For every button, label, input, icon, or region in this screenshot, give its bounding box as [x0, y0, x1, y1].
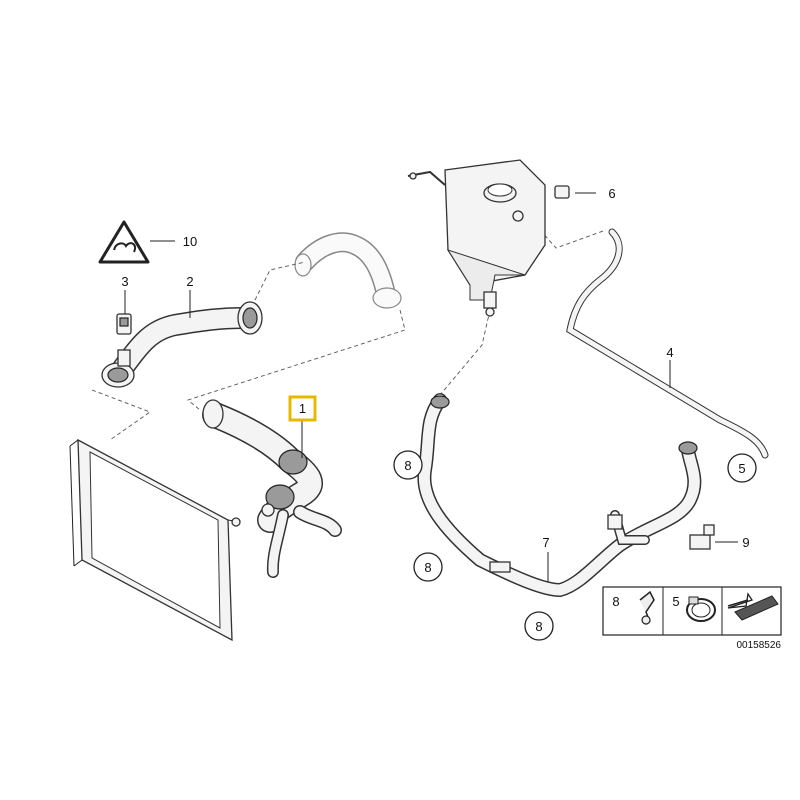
- hose-1: [202, 399, 342, 578]
- diagram-code: 00158526: [737, 640, 782, 651]
- leader-lines: [124, 290, 303, 458]
- expansion-tank: [407, 159, 546, 317]
- callout-2: 2: [186, 274, 193, 289]
- svg-text:8: 8: [424, 560, 431, 575]
- callout-8-b: 8: [413, 552, 443, 582]
- callout-4: 4: [666, 345, 673, 360]
- clip-9: [689, 524, 738, 550]
- svg-text:8: 8: [535, 619, 542, 634]
- callout-7: 7: [542, 535, 549, 550]
- hose-clip-icon: [639, 590, 655, 625]
- legend-label-8: 8: [612, 594, 619, 609]
- install-direction-icon: [727, 592, 779, 621]
- bleed-screw-6: [554, 185, 596, 199]
- callout-9: 9: [742, 535, 749, 550]
- thermostat-housing: [294, 232, 402, 309]
- warning-label-10: [98, 220, 175, 264]
- hose-4: [566, 228, 769, 459]
- sensor-3: [116, 313, 132, 335]
- callout-6: 6: [608, 186, 615, 201]
- callout-8-a: 8: [393, 450, 423, 480]
- legend-box: 8 5: [602, 586, 782, 636]
- hose-2: [101, 301, 263, 388]
- callout-5: 5: [727, 453, 757, 483]
- callout-8-c: 8: [524, 611, 554, 641]
- svg-text:5: 5: [738, 461, 745, 476]
- hose-clamp-icon: [686, 596, 716, 622]
- svg-text:1: 1: [299, 401, 306, 416]
- callout-3: 3: [121, 274, 128, 289]
- callout-10: 10: [183, 234, 197, 249]
- radiator: [69, 438, 241, 642]
- svg-text:8: 8: [404, 458, 411, 473]
- hose-7: [417, 393, 702, 598]
- callout-1: 1: [288, 395, 317, 422]
- legend-label-5: 5: [672, 594, 679, 609]
